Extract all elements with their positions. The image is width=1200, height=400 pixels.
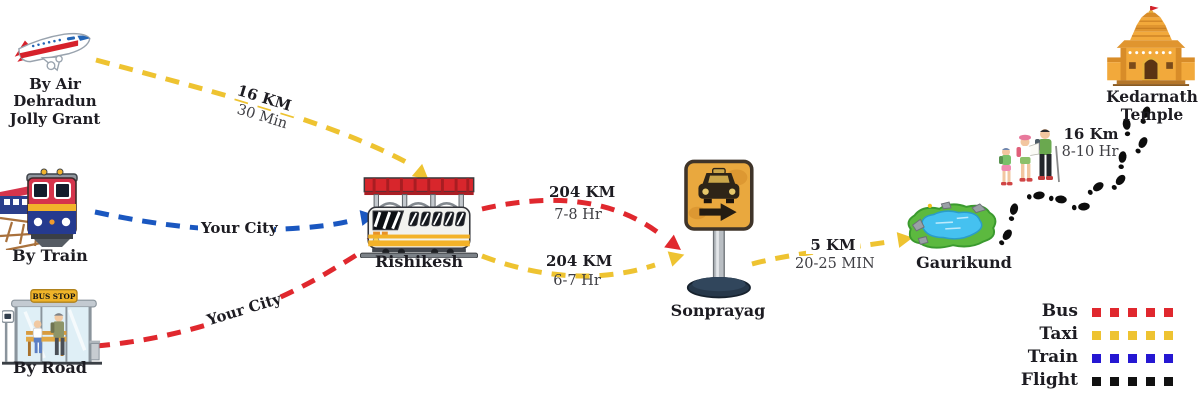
taxi-leg-time-label: 6-7 Hr [553, 273, 601, 289]
legend-item-taxi: Taxi [1006, 324, 1194, 344]
bus-leg-distance-label: 204 KM [549, 183, 616, 201]
road-node-label: By Road [13, 358, 87, 377]
bus-leg-time-label: 7-8 Hr [554, 207, 602, 223]
air-node-label: By Air Dehradun Jolly Grant [9, 75, 101, 128]
train-route-origin-label: Your City [198, 219, 278, 238]
gaurikund-node-label: Gaurikund [916, 253, 1012, 272]
legend-item-bus: Bus [1006, 301, 1194, 321]
legend-swatches-bus [1083, 302, 1173, 321]
trekkers-icon [999, 129, 1060, 186]
legend-swatches-taxi [1083, 325, 1173, 344]
bus-stop-sign-text: BUS STOP [32, 292, 75, 301]
route-road-to-rishikesh-line [95, 248, 364, 349]
gauri-leg-distance-label: 5 KM [806, 236, 860, 255]
gauri-leg-time-label: 20-25 MIN [792, 256, 876, 273]
rishikesh-station-icon [360, 177, 478, 258]
route-sonprayag-to-gaurikund-line [751, 239, 889, 267]
sonprayag-node-label: Sonprayag [670, 301, 766, 320]
kedarnath-temple-icon [1107, 6, 1195, 86]
legend-label-bus: Bus [1041, 301, 1078, 321]
legend-label-train: Train [1027, 347, 1078, 367]
sonprayag-taxi-sign-icon [684, 159, 754, 299]
rishikesh-node-label: Rishikesh [375, 252, 463, 271]
trek-time-label: 8-10 Hr [1061, 144, 1119, 160]
train-icon [0, 168, 78, 250]
route-rishikesh-to-sonprayag-taxi-line [481, 253, 656, 279]
legend-label-taxi: Taxi [1039, 324, 1078, 344]
airplane-icon [14, 32, 91, 72]
legend-item-train: Train [1006, 347, 1194, 367]
legend-label-flight: Flight [1020, 370, 1078, 390]
legend-swatches-flight [1083, 371, 1173, 390]
route-air-to-rishikesh-line [95, 57, 408, 165]
legend-item-flight: Flight [1006, 370, 1194, 390]
legend-swatches-train [1083, 348, 1173, 367]
bus-stop-icon: BUS STOP [2, 288, 102, 365]
trek-footprints-trail [999, 106, 1151, 246]
taxi-leg-distance-label: 204 KM [546, 252, 613, 270]
temple-node-label: Kedarnath Temple [1106, 87, 1198, 124]
gaurikund-lake-icon [907, 201, 997, 249]
route-rishikesh-to-sonprayag-bus-line [481, 197, 662, 236]
train-node-label: By Train [12, 246, 88, 265]
trek-distance-label: 16 Km [1063, 125, 1119, 143]
